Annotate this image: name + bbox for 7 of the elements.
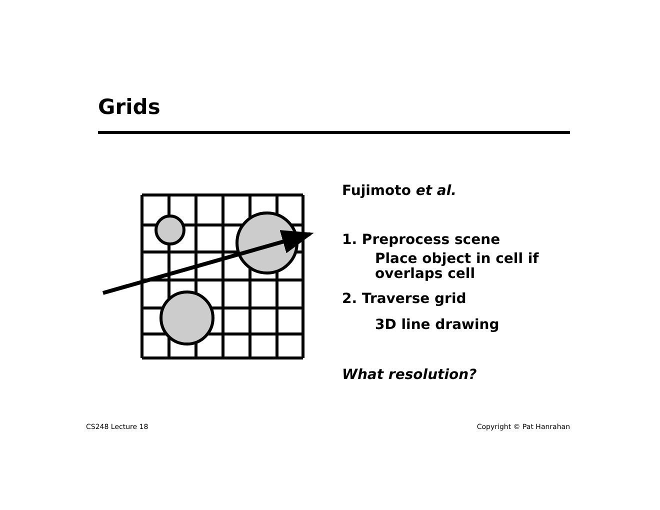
bullet-text: 2. Traverse grid: [342, 292, 468, 308]
bullet-text: 3D line drawing: [375, 318, 500, 334]
bullet-text: 1. Preprocess scene: [342, 233, 502, 248]
bullet-text: What resolution?: [342, 368, 478, 384]
bullet-text: Place object in cell if overlaps cell: [375, 252, 540, 283]
bullet-text: Fujimoto et al.: [342, 184, 458, 200]
slide-title: Grids: [98, 95, 160, 119]
